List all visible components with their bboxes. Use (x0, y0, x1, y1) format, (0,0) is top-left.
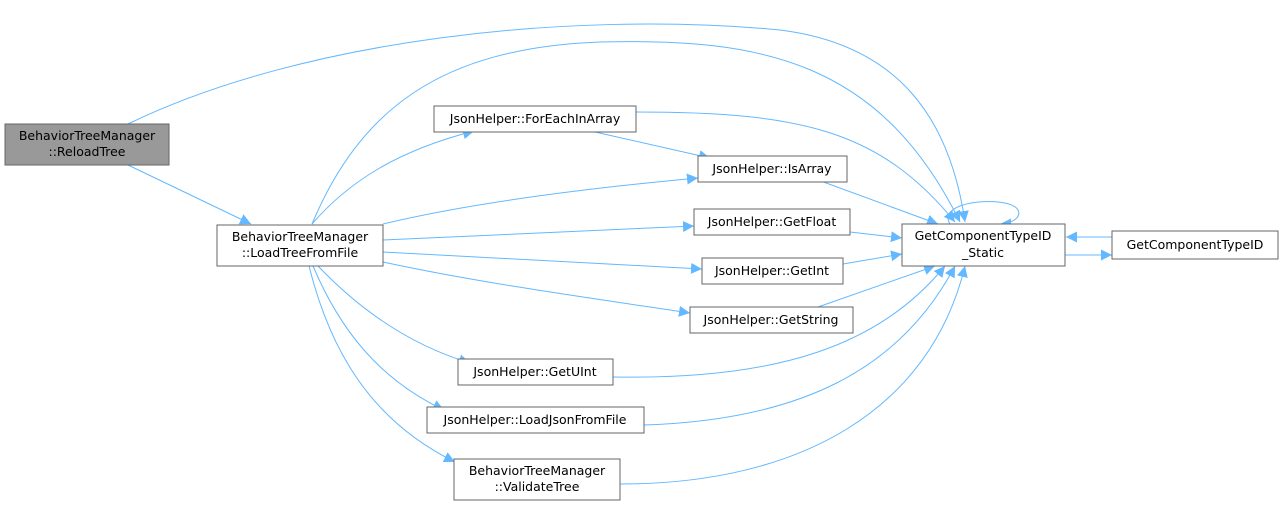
node-reloadtree-box (4, 123, 170, 166)
node-getcomponenttypeid-static-label-line2: _Static (961, 245, 1004, 260)
node-getfloat[interactable]: JsonHelper::GetFloat (693, 208, 851, 236)
node-getint[interactable]: JsonHelper::GetInt (701, 257, 844, 285)
node-getint-box (701, 257, 844, 285)
node-validatetree-label-line1: BehaviorTreeManager (469, 463, 606, 478)
node-loadtreefromfile-label-line2: ::LoadTreeFromFile (242, 245, 359, 260)
node-getcomponenttypeid-static[interactable]: GetComponentTypeID _Static (901, 223, 1066, 267)
node-getstring-label: JsonHelper::GetString (703, 312, 839, 327)
node-loadjsonfromfile-box (426, 406, 645, 434)
node-getint-label: JsonHelper::GetInt (714, 263, 829, 278)
node-foreachinarray[interactable]: JsonHelper::ForEachInArray (433, 105, 637, 133)
edge-loadtreefromfile-to-getcomponenttypeid-static (311, 41, 961, 225)
node-isarray[interactable]: JsonHelper::IsArray (697, 155, 848, 183)
node-getcomponenttypeid-static-label-line1: GetComponentTypeID (915, 228, 1052, 243)
node-validatetree[interactable]: BehaviorTreeManager ::ValidateTree (453, 458, 621, 501)
edge-reloadtree-to-getcomponenttypeid-static (127, 23, 969, 223)
node-reloadtree-label-line1: BehaviorTreeManager (19, 128, 156, 143)
edge-isarray-to-getcomponenttypeid-static (817, 179, 939, 226)
edge-loadtreefromfile-to-validatetree (308, 265, 456, 463)
edge-loadtreefromfile-to-isarray (382, 173, 699, 225)
node-loadtreefromfile-label-line1: BehaviorTreeManager (232, 229, 369, 244)
node-validatetree-label-line2: ::ValidateTree (495, 479, 580, 494)
edge-loadtreefromfile-to-getstring (382, 261, 691, 317)
edge-loadtreefromfile-to-getfloat (382, 221, 695, 241)
edge-loadtreefromfile-to-loadjsonfromfile (312, 265, 445, 411)
node-validatetree-box (453, 458, 621, 501)
node-getcomponenttypeid-static-box (901, 223, 1066, 267)
node-getuint[interactable]: JsonHelper::GetUInt (457, 358, 614, 386)
node-isarray-label: JsonHelper::IsArray (711, 161, 832, 176)
edge-validatetree-to-getcomponenttypeid-static (619, 265, 968, 485)
node-getcomponenttypeid-box (1111, 230, 1279, 260)
node-getstring[interactable]: JsonHelper::GetString (689, 306, 854, 334)
edge-loadjsonfromfile-to-getcomponenttypeid-static (643, 265, 956, 426)
edge-reloadtree-to-loadtreefromfile (127, 164, 252, 225)
edge-foreachinarray-to-isarray (594, 131, 711, 161)
edge-loadtreefromfile-to-getuint (317, 265, 471, 366)
node-getcomponenttypeid-label: GetComponentTypeID (1127, 237, 1264, 252)
node-getuint-box (457, 358, 614, 386)
node-getfloat-label: JsonHelper::GetFloat (707, 214, 837, 229)
node-loadjsonfromfile[interactable]: JsonHelper::LoadJsonFromFile (426, 406, 645, 434)
node-foreachinarray-label: JsonHelper::ForEachInArray (449, 111, 621, 126)
edge-foreachinarray-to-getcomponenttypeid-static (635, 111, 956, 223)
node-getuint-label: JsonHelper::GetUInt (472, 364, 596, 379)
node-getcomponenttypeid[interactable]: GetComponentTypeID (1111, 230, 1279, 260)
node-isarray-box (697, 155, 848, 183)
node-loadtreefromfile[interactable]: BehaviorTreeManager ::LoadTreeFromFile (216, 224, 384, 267)
edge-getint-to-getcomponenttypeid-static (842, 250, 903, 265)
node-getstring-box (689, 306, 854, 334)
node-getfloat-box (693, 208, 851, 236)
edge-getstring-to-getcomponenttypeid-static (817, 264, 936, 308)
node-reloadtree-label-line2: ::ReloadTree (49, 144, 126, 159)
edge-loadtreefromfile-to-foreachinarray (311, 128, 475, 225)
edges (127, 23, 1112, 485)
edge-getcomponenttypeid-static-self-loop (947, 201, 1020, 230)
node-loadtreefromfile-box (216, 224, 384, 267)
edge-loadtreefromfile-to-getint (382, 251, 703, 274)
node-foreachinarray-box (433, 105, 637, 133)
edge-getfloat-to-getcomponenttypeid-static (849, 231, 903, 243)
node-reloadtree[interactable]: BehaviorTreeManager ::ReloadTree (4, 123, 170, 166)
node-loadjsonfromfile-label: JsonHelper::LoadJsonFromFile (443, 412, 627, 427)
edge-getuint-to-getcomponenttypeid-static (612, 265, 946, 378)
